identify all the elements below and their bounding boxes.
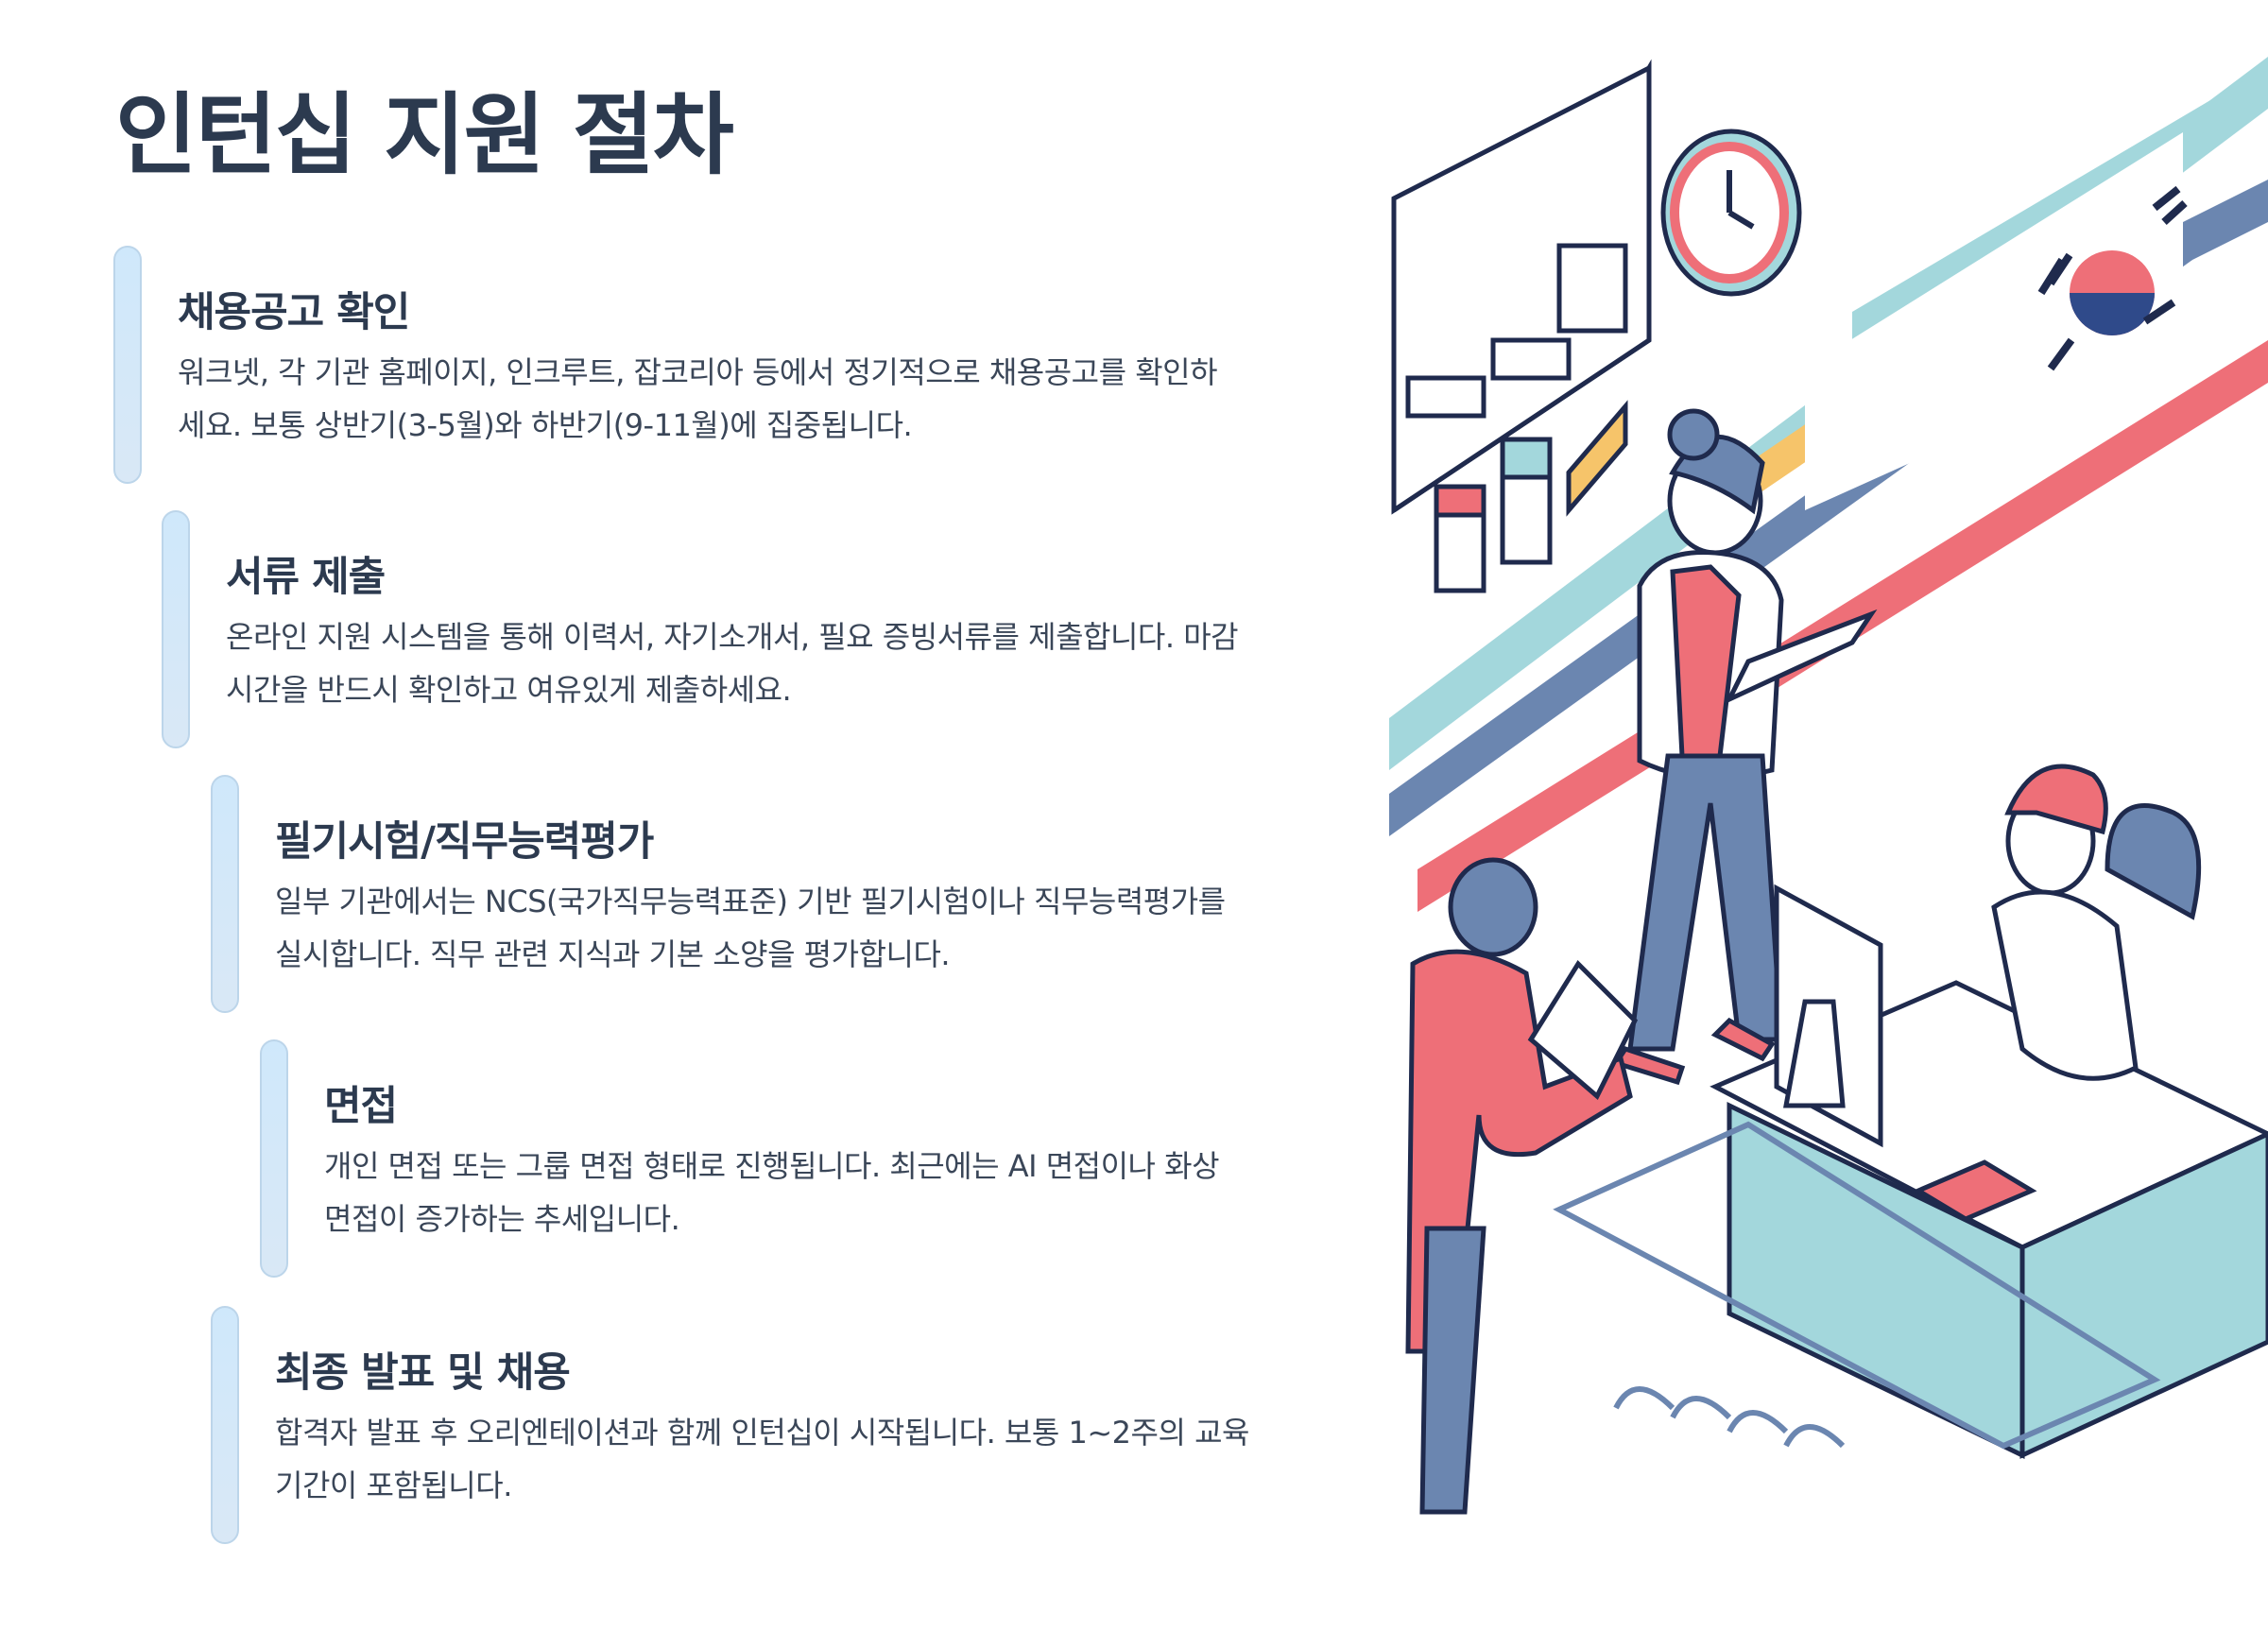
step-description-line: 기간이 포함됩니다. (275, 1468, 512, 1503)
step-document-submission: 서류 제출 온라인 지원 시스템을 통해 이력서, 자기소개서, 필요 증빙서류… (162, 510, 1371, 750)
seated-person (1991, 764, 2202, 1081)
step-marker (260, 1039, 288, 1278)
step-title: 필기시험/직무능력평가 (275, 818, 654, 866)
teal-stripe-upper (1852, 66, 2268, 340)
step-description-line: 면접이 증가하는 추세입니다. (324, 1201, 680, 1237)
step-description-line: 시간을 반드시 확인하고 여유있게 제출하세요. (226, 672, 792, 708)
step-description-line: 일부 기관에서는 NCS(국가직무능력표준) 기반 필기시험이나 직무능력평가를 (275, 884, 1226, 919)
step-description-line: 합격자 발표 후 오리엔테이션과 함께 인턴십이 시작됩니다. 보통 1~2주의… (275, 1415, 1249, 1451)
step-final-announcement: 최종 발표 및 채용 합격자 발표 후 오리엔테이션과 함께 인턴십이 시작됩니… (211, 1306, 1420, 1546)
step-marker (211, 775, 239, 1013)
step-title: 채용공고 확인 (178, 289, 410, 336)
clock-icon (1660, 129, 1802, 297)
step-description-line: 워크넷, 각 기관 홈페이지, 인크루트, 잡코리아 등에서 정기적으로 채용공… (178, 354, 1218, 390)
step-description: 합격자 발표 후 오리엔테이션과 함께 인턴십이 시작됩니다. 보통 1~2주의… (275, 1406, 1409, 1512)
step-description-line: 온라인 지원 시스템을 통해 이력서, 자기소개서, 필요 증빙서류를 제출합니… (226, 619, 1239, 655)
office-illustration (1389, 57, 2268, 1515)
step-title: 최종 발표 및 채용 (275, 1349, 571, 1397)
floor-outline (1553, 1121, 2161, 1450)
wall-chart-board (1391, 59, 1652, 593)
step-description: 개인 면접 또는 그룹 면접 형태로 진행됩니다. 최근에는 AI 면접이나 화… (324, 1140, 1458, 1245)
flag-icon (1805, 132, 2188, 510)
step-description-line: 실시합니다. 직무 관련 지식과 기본 소양을 평가합니다. (275, 936, 951, 972)
step-marker (162, 510, 190, 748)
step-title: 면접 (324, 1083, 398, 1130)
office-desk (1710, 884, 2268, 1459)
step-description: 온라인 지원 시스템을 통해 이력서, 자기소개서, 필요 증빙서류를 제출합니… (226, 610, 1360, 716)
standing-person (1612, 408, 1878, 1086)
page-title: 인턴십 지원 절차 (115, 84, 734, 187)
step-description: 일부 기관에서는 NCS(국가직무능력표준) 기반 필기시험이나 직무능력평가를… (275, 875, 1409, 981)
step-title: 서류 제출 (226, 554, 386, 601)
step-description-line: 세요. 보통 상반기(3-5월)와 하반기(9-11월)에 집중됩니다. (178, 407, 913, 443)
step-job-posting: 채용공고 확인 워크넷, 각 기관 홈페이지, 인크루트, 잡코리아 등에서 정… (113, 246, 1323, 486)
step-description: 워크넷, 각 기관 홈페이지, 인크루트, 잡코리아 등에서 정기적으로 채용공… (178, 346, 1312, 452)
step-interview: 면접 개인 면접 또는 그룹 면접 형태로 진행됩니다. 최근에는 AI 면접이… (260, 1039, 1469, 1279)
step-marker (211, 1306, 239, 1544)
man-with-book (1405, 857, 1639, 1515)
step-marker (113, 246, 142, 484)
step-written-test: 필기시험/직무능력평가 일부 기관에서는 NCS(국가직무능력표준) 기반 필기… (211, 775, 1420, 1015)
step-description-line: 개인 면접 또는 그룹 면접 형태로 진행됩니다. 최근에는 AI 면접이나 화… (324, 1148, 1220, 1184)
